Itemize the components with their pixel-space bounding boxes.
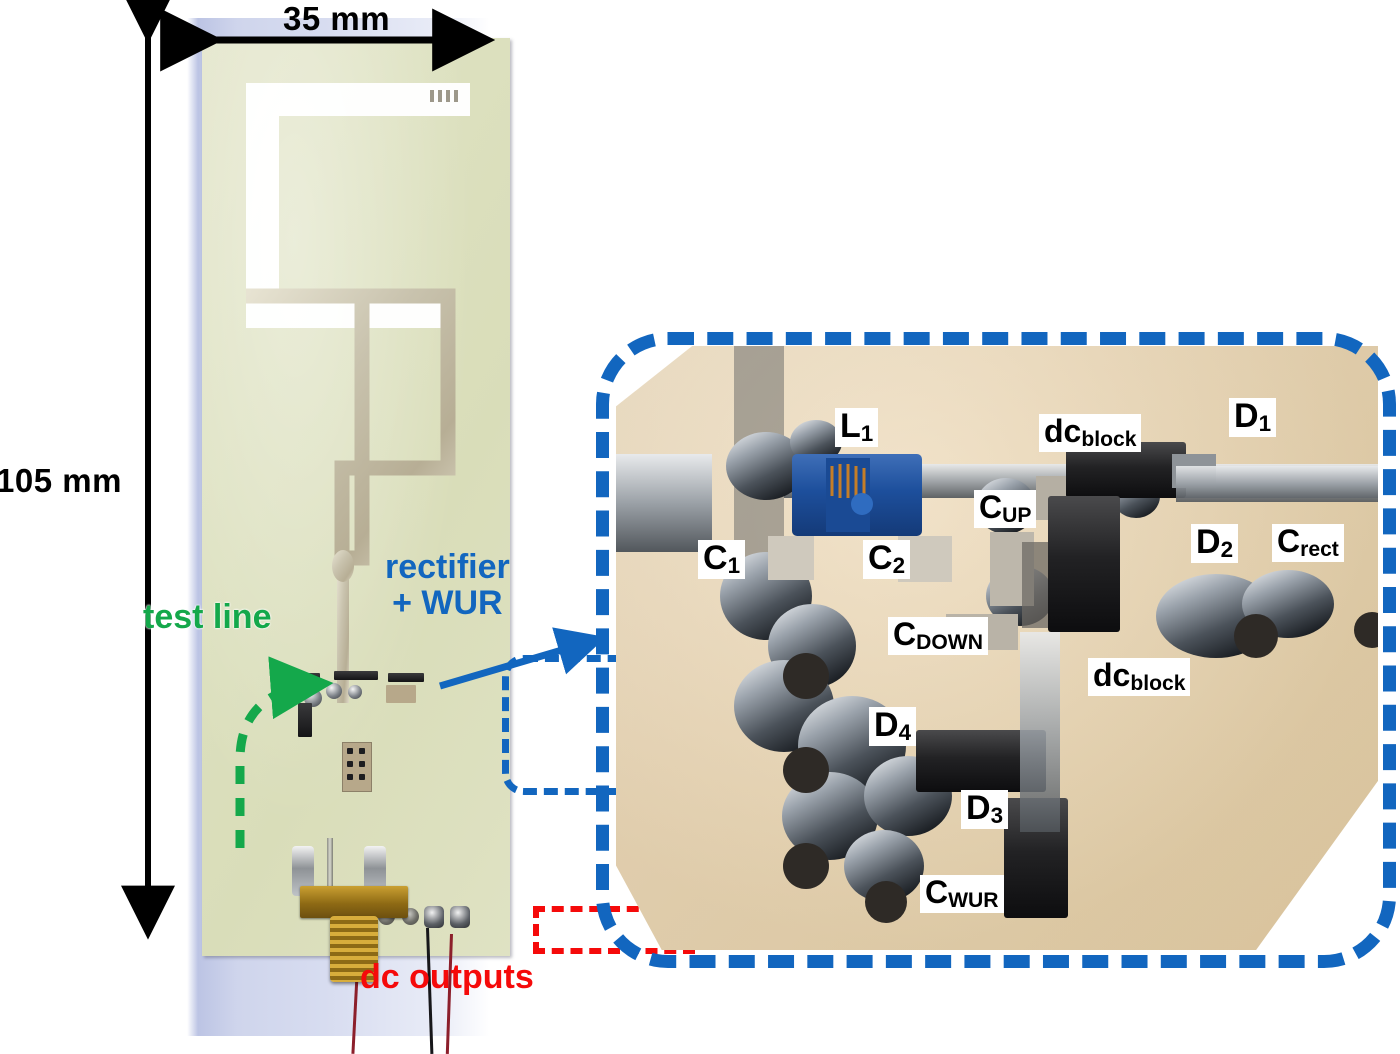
sma-tab-left (292, 846, 314, 896)
component-label-subscript: 4 (898, 720, 912, 746)
component-label-subscript: rect (1300, 537, 1339, 561)
component-label-base: C (925, 874, 949, 910)
component-label-subscript: 1 (727, 553, 741, 579)
sma-feed-pin (327, 838, 333, 900)
dc-outputs-annotation: dc outputs (360, 958, 534, 996)
component-label-subscript: WUR (948, 888, 999, 912)
component-label-base: L (840, 407, 861, 445)
rectifier-wur-line1: rectifier (385, 548, 510, 586)
component-label-CUP: CUP (974, 489, 1037, 528)
component-label-Crect: Crect (1272, 524, 1344, 562)
meander-antenna-trace (246, 83, 470, 924)
component-label-subscript: 1 (860, 421, 874, 447)
test-line-annotation: test line (143, 598, 272, 636)
component-label-CDOWN: CDOWN (888, 617, 988, 655)
component-label-base: C (868, 539, 893, 577)
component-label-base: C (893, 616, 917, 652)
component-label-D4: D4 (869, 706, 917, 747)
component-label-CWUR: CWUR (920, 875, 1004, 913)
component-label-base: C (703, 539, 728, 577)
sma-connector-body (300, 886, 408, 918)
component-label-C1: C1 (698, 539, 746, 580)
component-label-D1: D1 (1229, 397, 1277, 438)
component-label-L1: L1 (835, 407, 879, 448)
component-label-base: D (966, 789, 991, 827)
sma-connector-barrel (330, 916, 378, 982)
rectifier-wur-annotation: rectifier + WUR (385, 548, 510, 622)
pin-header (342, 742, 372, 792)
component-label-subscript: DOWN (916, 630, 983, 654)
inset-dashed-frame (596, 332, 1396, 968)
component-label-D3: D3 (961, 789, 1009, 830)
component-label-base: dc (1044, 413, 1082, 449)
component-label-base: C (979, 489, 1003, 525)
component-label-subscript: 2 (1220, 537, 1234, 563)
component-label-subscript: 2 (892, 553, 906, 579)
component-label-D2: D2 (1191, 523, 1239, 564)
component-label-dcblock1: dcblock (1039, 413, 1142, 452)
antenna-board-photo (180, 18, 695, 1054)
component-label-base: D (1234, 397, 1259, 435)
component-label-subscript: 3 (990, 803, 1004, 829)
component-label-subscript: 1 (1258, 411, 1272, 437)
component-label-base: D (1196, 523, 1221, 561)
component-label-C2: C2 (863, 539, 911, 580)
sma-tab-right (364, 846, 386, 896)
component-label-subscript: block (1130, 671, 1186, 695)
component-label-dcblock2: dcblock (1088, 657, 1191, 696)
width-dimension-label: 35 mm (283, 0, 391, 37)
component-label-base: C (1277, 523, 1301, 559)
component-label-base: D (874, 706, 899, 744)
height-dimension-label: 105 mm (0, 462, 122, 499)
component-label-subscript: block (1081, 427, 1137, 451)
component-label-base: dc (1093, 657, 1131, 693)
component-label-subscript: UP (1002, 503, 1032, 527)
rectifier-wur-line2: + WUR (392, 583, 503, 622)
